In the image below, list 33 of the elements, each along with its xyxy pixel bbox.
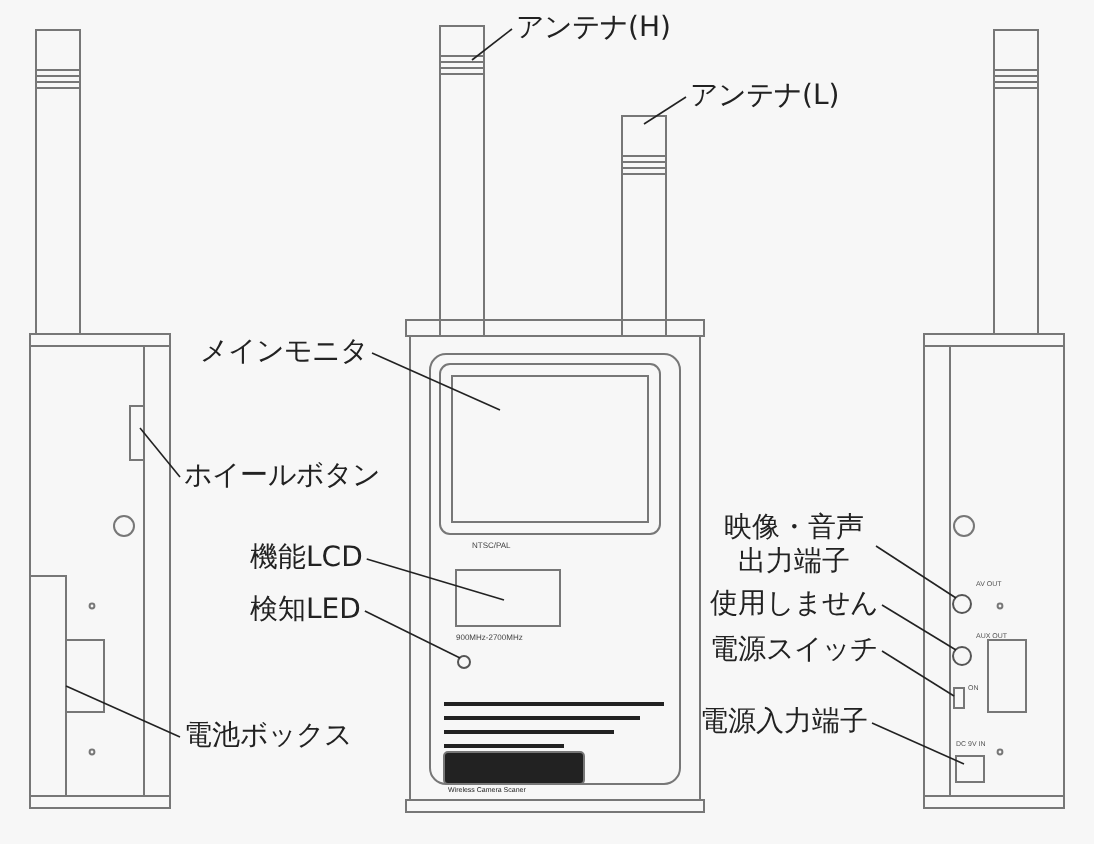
leader-line (365, 558, 505, 601)
antenna-drawing (621, 115, 667, 337)
lcd-display-drawing (455, 569, 561, 627)
leader-line (871, 722, 965, 765)
callout-label: アンテナ(H) (516, 12, 671, 46)
leader-line (881, 650, 955, 697)
callout-label: 電源入力端子 (700, 706, 868, 740)
leader-line (471, 28, 513, 61)
callout-label: ホイールボタン (184, 460, 380, 494)
callout-label: アンテナ(L) (690, 80, 840, 114)
callout-label: 使用しません (710, 588, 878, 622)
power-switch-drawing (953, 687, 965, 709)
unused-jack-drawing (952, 646, 972, 666)
led-drawing (457, 655, 471, 669)
leader-line (371, 352, 501, 411)
callout-label: 映像・音声出力端子 (716, 512, 872, 580)
callout-label: 電池ボックス (184, 720, 352, 754)
leader-line (65, 685, 181, 738)
leader-line (875, 545, 957, 599)
callout-label: 検知LED (250, 594, 361, 628)
power-jack-drawing (955, 755, 985, 783)
output-jack-drawing (952, 594, 972, 614)
leader-line (643, 96, 687, 125)
antenna-drawing (439, 25, 485, 337)
leader-line (881, 604, 957, 651)
battery-cover-drawing (29, 575, 67, 797)
screen-drawing (451, 375, 649, 523)
leader-line (364, 610, 461, 659)
callout-label: 電源スイッチ (710, 634, 878, 668)
wheel-button-drawing (129, 405, 145, 461)
callout-label: メインモニタ (200, 336, 368, 370)
callout-label: 機能LCD (250, 542, 363, 576)
leader-line (139, 427, 181, 478)
